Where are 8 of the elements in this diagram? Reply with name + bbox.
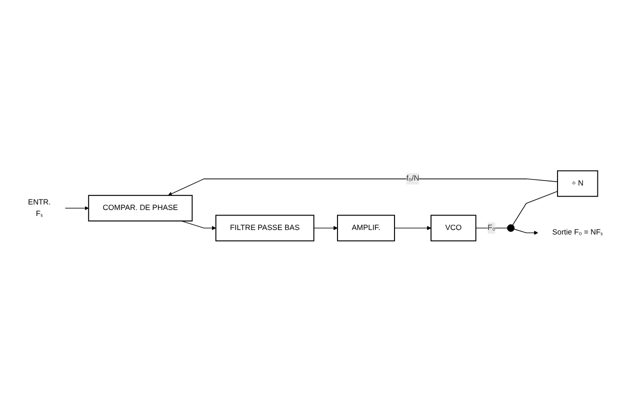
arrow bbox=[394, 226, 432, 230]
arrow bbox=[168, 178, 558, 196]
connector bbox=[512, 190, 558, 226]
arrow bbox=[64, 206, 89, 210]
node-circle bbox=[507, 224, 515, 232]
arrow bbox=[313, 226, 338, 230]
arrow bbox=[180, 220, 216, 230]
arrow bbox=[514, 228, 538, 235]
